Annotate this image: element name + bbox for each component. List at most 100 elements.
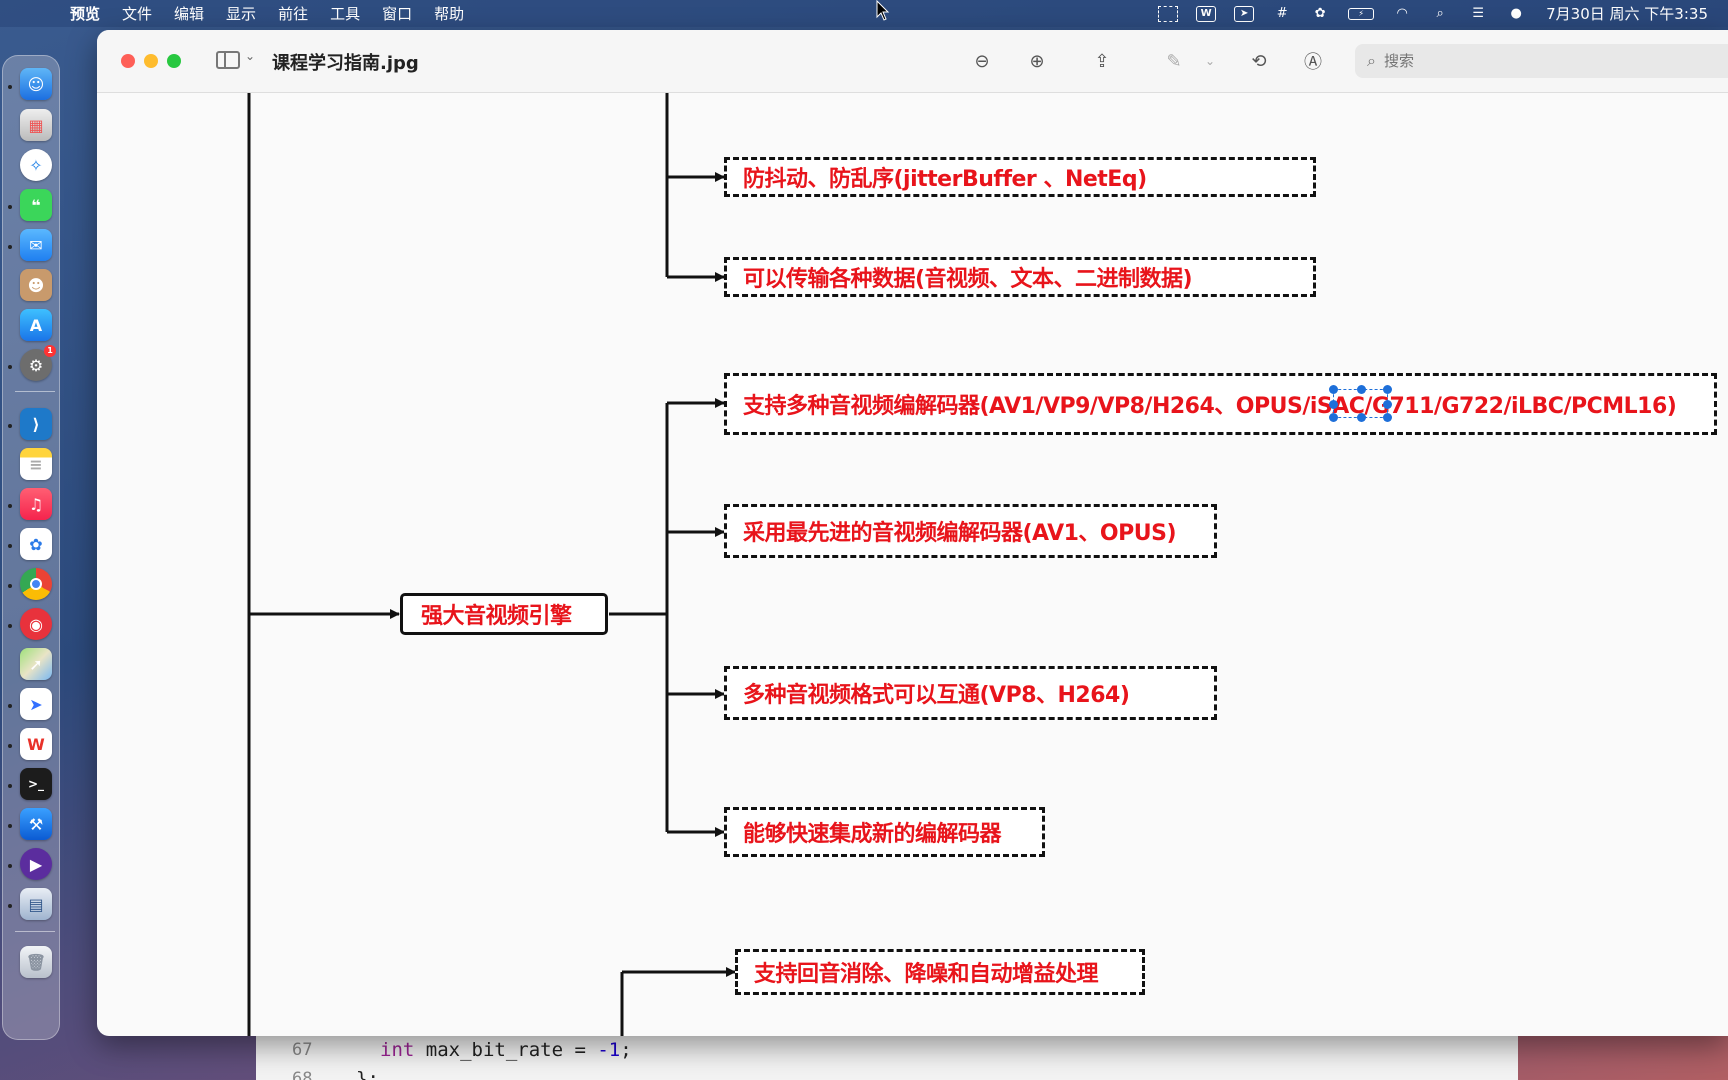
- menu-go[interactable]: 前往: [278, 5, 309, 23]
- dock-running-dot: [8, 824, 12, 828]
- menu-tools[interactable]: 工具: [330, 5, 361, 23]
- diagram-node[interactable]: 能够快速集成新的编解码器: [724, 807, 1045, 857]
- window-title: 课程学习指南.jpg: [272, 53, 419, 74]
- dock-finder-icon[interactable]: ☺: [20, 68, 52, 100]
- code-line: int max_bit_rate = -1;: [380, 1039, 632, 1061]
- dock-system-preferences-icon[interactable]: ⚙1: [20, 345, 56, 381]
- dock-running-dot: [8, 904, 12, 908]
- dock-running-dot: [8, 624, 12, 628]
- chevron-down-icon[interactable]: ⌄: [1204, 54, 1216, 68]
- markup-pen-icon[interactable]: ✎: [1166, 50, 1182, 72]
- menu-edit[interactable]: 编辑: [174, 5, 205, 23]
- dock-netease-music-icon[interactable]: ◉: [20, 608, 52, 640]
- dock-safari-icon[interactable]: ✧: [20, 149, 52, 181]
- close-button[interactable]: [121, 54, 135, 68]
- selection-handle[interactable]: [1329, 413, 1338, 422]
- dock-contacts-icon[interactable]: ☻: [20, 269, 52, 301]
- markup-toolbar-icon[interactable]: Ⓐ: [1304, 52, 1322, 73]
- search-field[interactable]: ⌕: [1355, 44, 1728, 78]
- feishu-icon[interactable]: ➤: [1234, 5, 1255, 22]
- siri-icon[interactable]: ●: [1510, 6, 1522, 21]
- sidebar-toggle-icon[interactable]: [216, 51, 240, 69]
- menu-bar: 预览 文件 编辑 显示 前往 工具 窗口 帮助 W ➤ # ✿ ⚡ ◠ ⌕ ☰ …: [0, 0, 1728, 27]
- dock-trash-icon[interactable]: 🗑: [20, 946, 52, 978]
- dock-running-dot: [8, 85, 12, 89]
- dock-notes-icon[interactable]: ≡: [20, 448, 52, 480]
- menu-file[interactable]: 文件: [122, 5, 153, 23]
- selection-handle[interactable]: [1329, 400, 1338, 409]
- dock-feishu-icon[interactable]: ➤: [20, 688, 52, 720]
- dock-baidu-netdisk-icon[interactable]: ✿: [20, 528, 52, 560]
- dock-mail-icon[interactable]: ✉: [20, 229, 52, 261]
- control-center-icon[interactable]: ☰: [1472, 6, 1484, 21]
- share-icon[interactable]: ⇪: [1094, 50, 1110, 72]
- dock-messages-icon[interactable]: ❝: [20, 189, 52, 221]
- chevron-down-icon[interactable]: ⌄: [245, 49, 256, 63]
- dock-screen-recorder-icon[interactable]: ▶: [20, 848, 52, 880]
- diagram-canvas[interactable]: 防抖动、防乱序(jitterBuffer 、NetEq) 可以传输各种数据(音视…: [97, 93, 1728, 1036]
- battery-icon[interactable]: ⚡: [1348, 7, 1375, 20]
- dock-separator: [15, 391, 55, 392]
- code-terminator: ;: [620, 1039, 632, 1061]
- menu-app-name[interactable]: 预览: [70, 5, 101, 23]
- spotlight-icon[interactable]: ⌕: [1436, 6, 1444, 21]
- diagram-node[interactable]: 支持多种音视频编解码器(AV1/VP9/VP8/H264、OPUS/iSAC/G…: [724, 373, 1717, 435]
- mouse-cursor-icon: [876, 0, 890, 21]
- menu-help[interactable]: 帮助: [434, 5, 465, 23]
- dock-maps-icon[interactable]: ➚: [20, 648, 52, 680]
- preview-window: ⌄ 课程学习指南.jpg ⊖ ⊕ ⇪ ✎ ⌄ ⟲ Ⓐ ⌕: [97, 30, 1728, 1036]
- dock-xcode-icon[interactable]: ⚒: [20, 808, 52, 840]
- background-code-editor[interactable]: 67 int max_bit_rate = -1; 68 };: [256, 1036, 1518, 1080]
- diagram-node[interactable]: 可以传输各种数据(音视频、文本、二进制数据): [724, 257, 1316, 297]
- center-node[interactable]: 强大音视频引擎: [400, 593, 608, 635]
- rotate-icon[interactable]: ⟲: [1251, 50, 1267, 72]
- diagram-node[interactable]: 采用最先进的音视频编解码器(AV1、OPUS): [724, 504, 1217, 558]
- selection-handle[interactable]: [1383, 413, 1392, 422]
- wps-icon[interactable]: W: [1196, 5, 1217, 22]
- zoom-button[interactable]: [167, 54, 181, 68]
- dock-app-store-icon[interactable]: A: [20, 309, 52, 341]
- code-text: max_bit_rate =: [414, 1039, 598, 1061]
- screenshot-icon[interactable]: [1158, 5, 1179, 22]
- dock-terminal-icon[interactable]: >_: [20, 768, 52, 800]
- wifi-icon[interactable]: ◠: [1396, 6, 1408, 21]
- search-input[interactable]: [1383, 52, 1684, 70]
- dock-preview-icon[interactable]: ▤: [20, 888, 52, 920]
- text-selection-box[interactable]: [1329, 385, 1392, 422]
- dock-wps-icon[interactable]: W: [20, 728, 52, 760]
- selection-handle[interactable]: [1383, 385, 1392, 394]
- zoom-in-icon[interactable]: ⊕: [1029, 50, 1045, 72]
- diagram-node[interactable]: 支持回音消除、降噪和自动增益处理: [735, 949, 1145, 995]
- dock-running-dot: [8, 205, 12, 209]
- zoom-out-icon[interactable]: ⊖: [974, 50, 990, 72]
- dock-music-icon[interactable]: ♫: [20, 488, 52, 520]
- dock-running-dot: [8, 504, 12, 508]
- dock-badge: 1: [44, 345, 56, 357]
- selection-handle[interactable]: [1329, 385, 1338, 394]
- menu-window[interactable]: 窗口: [382, 5, 413, 23]
- grid-icon[interactable]: #: [1276, 6, 1288, 21]
- menubar-clock[interactable]: 7月30日 周六 下午3:35: [1546, 5, 1708, 23]
- dock-running-dot: [8, 544, 12, 548]
- baidu-netdisk-icon[interactable]: ✿: [1314, 6, 1326, 21]
- dock-running-dot: [8, 784, 12, 788]
- dock: ☺ ▦ ✧ ❝ ✉ ☻ A ⚙1 ⟩ ≡ ♫ ✿ ◉ ➚ ➤ W >_ ⚒ ▶ …: [2, 55, 60, 1040]
- selection-handle[interactable]: [1357, 413, 1366, 422]
- code-keyword: int: [380, 1039, 415, 1061]
- dock-chrome-icon[interactable]: [20, 568, 52, 600]
- dock-running-dot: [8, 424, 12, 428]
- menu-view[interactable]: 显示: [226, 5, 257, 23]
- dock-vscode-icon[interactable]: ⟩: [20, 408, 52, 440]
- diagram-node[interactable]: 多种音视频格式可以互通(VP8、H264): [724, 666, 1217, 720]
- selection-handle[interactable]: [1383, 400, 1392, 409]
- minimize-button[interactable]: [144, 54, 158, 68]
- dock-running-dot: [8, 744, 12, 748]
- selection-handle[interactable]: [1357, 385, 1366, 394]
- dock-running-dot: [8, 365, 12, 369]
- code-line: };: [356, 1068, 379, 1080]
- dock-launchpad-icon[interactable]: ▦: [20, 109, 52, 141]
- diagram-node[interactable]: 防抖动、防乱序(jitterBuffer 、NetEq): [724, 157, 1316, 197]
- dock-running-dot: [8, 864, 12, 868]
- dock-separator: [15, 931, 55, 932]
- window-toolbar: ⌄ 课程学习指南.jpg ⊖ ⊕ ⇪ ✎ ⌄ ⟲ Ⓐ ⌕: [97, 30, 1728, 93]
